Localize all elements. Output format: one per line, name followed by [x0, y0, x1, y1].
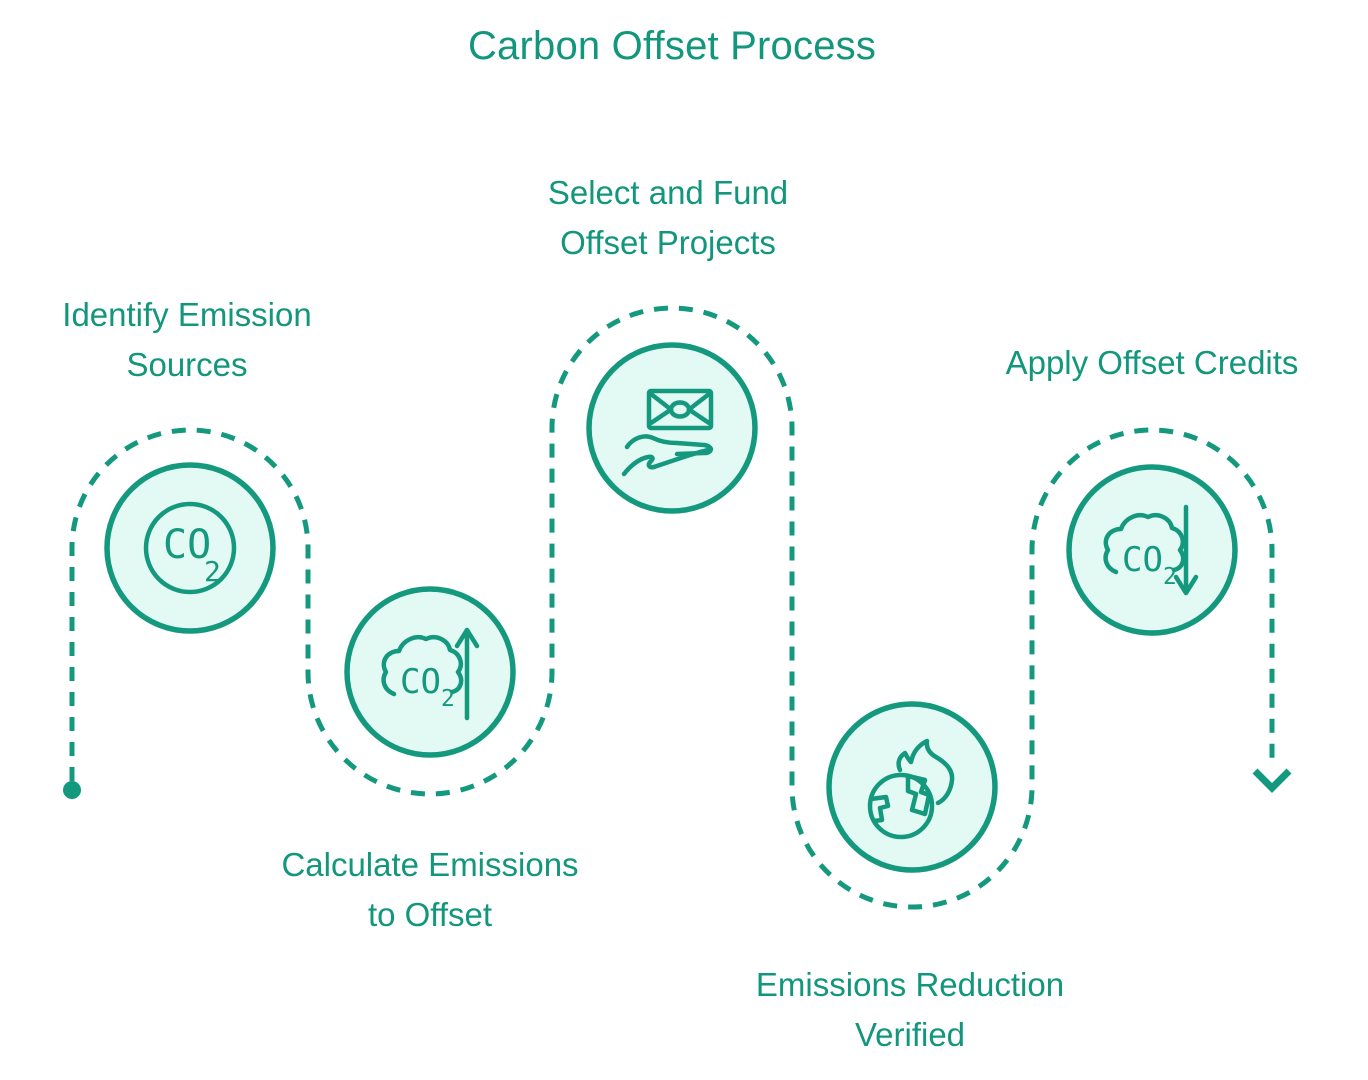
node-circle	[1066, 464, 1238, 636]
cloud	[1103, 512, 1186, 575]
co2-badge-icon: CO 2	[143, 501, 237, 595]
diagram-title: Carbon Offset Process	[467, 24, 877, 68]
step-node-apply: CO 2	[1066, 464, 1238, 636]
cloud	[381, 634, 464, 697]
step-node-select-fund	[586, 342, 758, 514]
co2-cloud-up-arrow-icon: CO 2	[381, 627, 480, 721]
step-label-apply: Apply Offset Credits	[1005, 344, 1299, 381]
step-label-identify: Identify Emission Sources	[62, 296, 312, 383]
co2-subscript: 2	[441, 686, 455, 712]
globe-continent-right	[905, 773, 932, 817]
step-node-calculate: CO 2	[344, 586, 516, 758]
co2-ring	[143, 501, 237, 595]
node-circle	[104, 462, 276, 634]
step-node-verified	[826, 701, 998, 873]
flame	[896, 738, 955, 806]
step-node-identify: CO 2	[104, 462, 276, 634]
step-label-select-fund: Select and Fund Offset Projects	[547, 174, 789, 261]
money-in-hand-icon	[621, 388, 714, 477]
banknote-oval	[668, 400, 692, 419]
banknote-diagonals	[648, 391, 712, 426]
co2-subscript: 2	[204, 555, 221, 588]
co2-text: CO	[163, 522, 211, 568]
burning-earth-icon	[867, 738, 955, 840]
globe	[867, 772, 935, 840]
down-arrow-icon	[1173, 504, 1199, 596]
globe-continent-left	[868, 794, 891, 824]
co2-cloud-down-arrow-icon: CO 2	[1103, 504, 1199, 596]
node-circle	[344, 586, 516, 758]
step-label-verified: Emissions Reduction Verified	[755, 966, 1065, 1053]
flow-start-dot	[63, 781, 81, 799]
co2-text: CO	[1122, 540, 1163, 580]
co2-text: CO	[400, 662, 441, 702]
step-label-calculate: Calculate Emissions to Offset	[281, 846, 579, 933]
hand-palm	[621, 446, 714, 477]
flow-end-arrow-icon	[1252, 768, 1292, 793]
up-arrow-icon	[454, 627, 480, 721]
banknote	[646, 388, 714, 431]
flow-dashed-path	[69, 305, 1275, 910]
co2-subscript: 2	[1163, 564, 1177, 590]
